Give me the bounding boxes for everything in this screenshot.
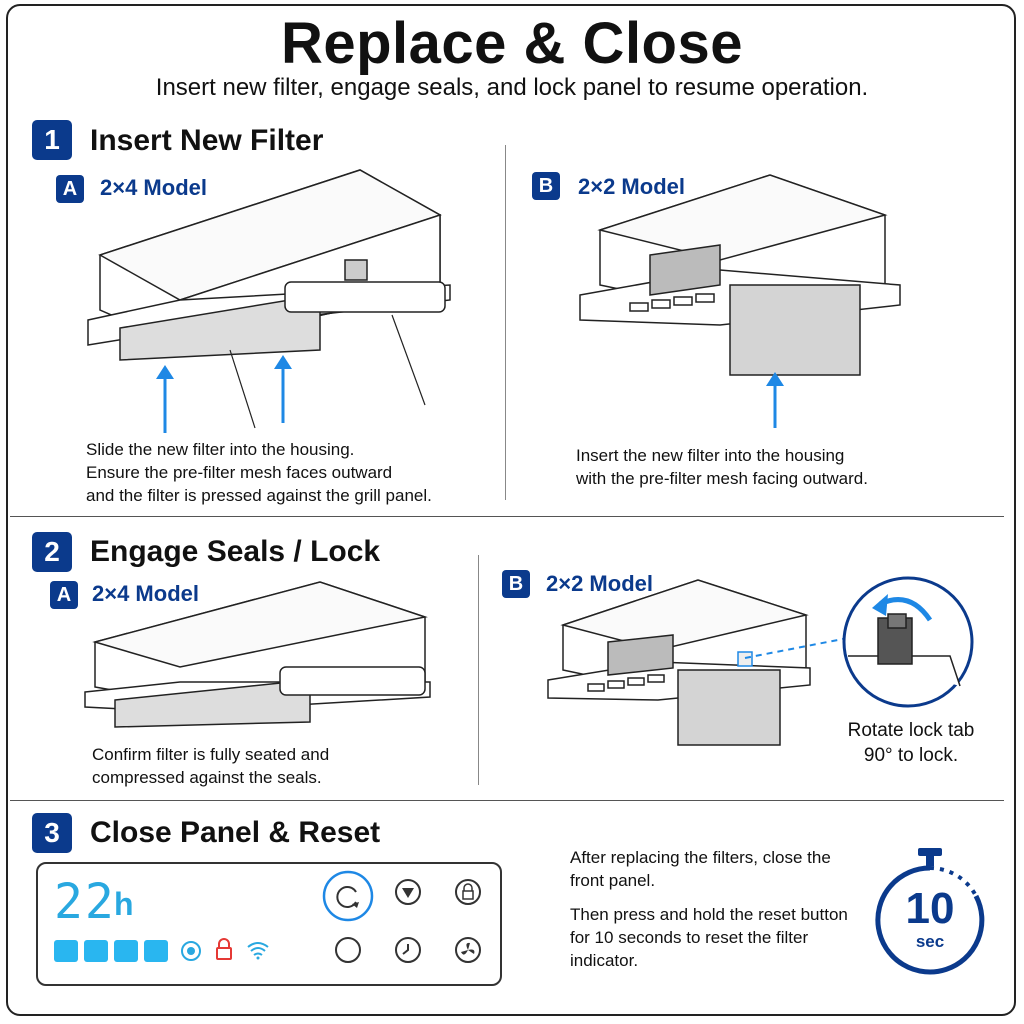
reset-button[interactable] — [322, 870, 374, 922]
divider-1 — [10, 516, 1004, 517]
lock-icon — [216, 938, 232, 960]
step-3-badge: 3 — [32, 813, 72, 853]
step-2b-illustration — [547, 579, 811, 746]
step-1-divider — [505, 145, 506, 500]
step-2a-illustration — [84, 581, 431, 728]
step-2a-badge: A — [50, 581, 78, 609]
step-1b-badge: B — [532, 172, 560, 200]
step-3-caption-close: After replacing the filters, close the f… — [570, 848, 831, 890]
filter-level-bar — [84, 940, 108, 962]
step-1a-arrow-right — [274, 355, 292, 423]
step-3-title: Close Panel & Reset — [90, 816, 381, 849]
step-2a-caption: Confirm filter is fully seated and compr… — [92, 745, 330, 787]
page-subtitle: Insert new filter, engage seals, and loc… — [155, 74, 869, 101]
step-1-badge: 1 — [32, 120, 72, 160]
stopwatch-icon — [875, 848, 985, 975]
step-2a-label: 2×4 Model — [92, 581, 199, 606]
sleep-mode-button[interactable] — [334, 936, 362, 964]
step-2-divider — [478, 555, 479, 785]
filter-level-bar — [114, 940, 138, 962]
wifi-icon — [247, 942, 269, 960]
step-1b-label: 2×2 Model — [578, 174, 685, 199]
step-1a-illustration — [87, 169, 451, 429]
step-2-title: Engage Seals / Lock — [90, 535, 381, 568]
step-2b-label: 2×2 Model — [546, 571, 653, 596]
filter-level-bar — [144, 940, 168, 962]
step-1b-illustration — [579, 174, 901, 376]
step-1b-caption: Insert the new filter into the housing w… — [576, 446, 868, 488]
timer-value: 10 — [905, 884, 955, 933]
divider-2 — [10, 800, 1004, 801]
step-2b-badge: B — [502, 570, 530, 598]
page-title: Replace & Close — [280, 11, 743, 76]
step-2b-caption: Rotate lock tab 90° to lock. — [847, 720, 975, 766]
fan-button[interactable] — [454, 936, 482, 964]
hours-unit: h — [114, 886, 134, 922]
timer-button[interactable] — [394, 936, 422, 964]
step-1-title: Insert New Filter — [90, 124, 324, 157]
step-1b-arrow — [766, 372, 784, 428]
hours-display: 22 — [54, 874, 116, 930]
step-1a-caption: Slide the new filter into the housing. E… — [86, 440, 432, 505]
filter-level-bar — [54, 940, 78, 962]
filter-status-icon — [181, 941, 201, 961]
filter-button[interactable] — [394, 878, 422, 906]
control-panel: 22 h — [36, 862, 502, 986]
page-frame — [6, 4, 1016, 1016]
timer-unit: sec — [915, 932, 945, 951]
step-3-caption-reset: Then press and hold the reset button for… — [570, 905, 848, 970]
step-1a-arrow-left — [156, 365, 174, 433]
step-2-badge: 2 — [32, 532, 72, 572]
step-1a-badge: A — [56, 175, 84, 203]
step-1a-label: 2×4 Model — [100, 175, 207, 200]
lock-tab-detail — [744, 576, 974, 708]
lock-button[interactable] — [454, 878, 482, 906]
